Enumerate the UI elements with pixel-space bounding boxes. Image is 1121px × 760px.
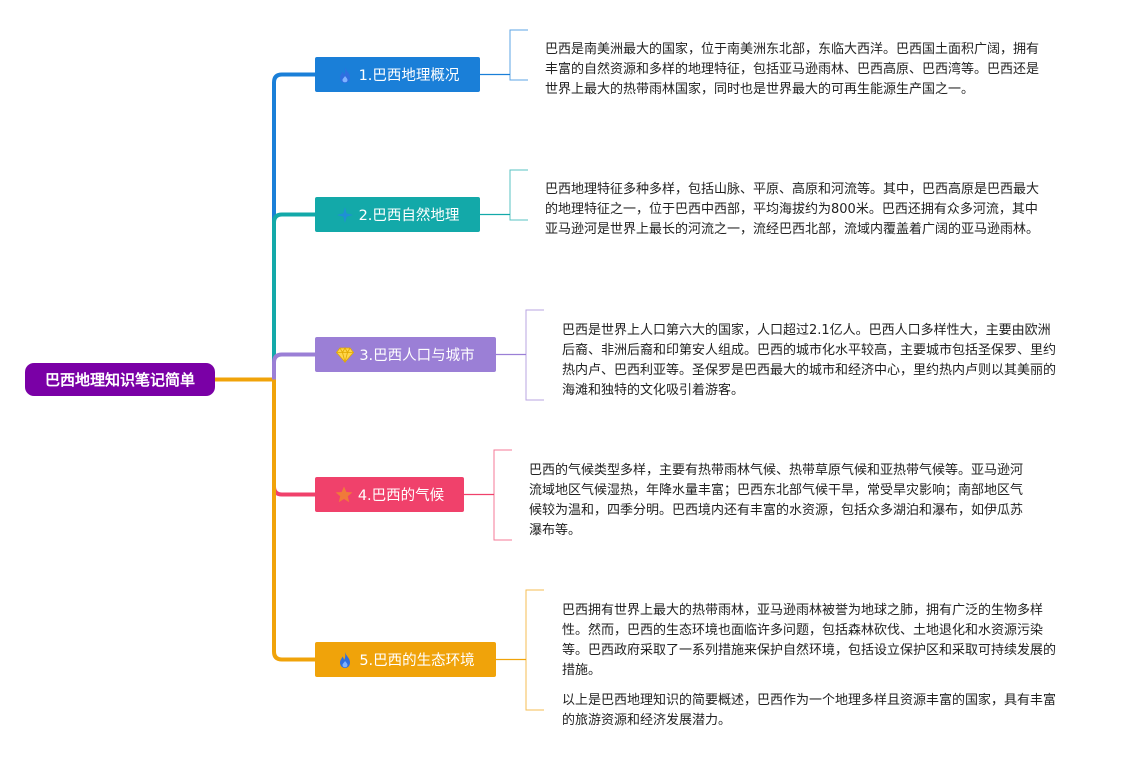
note-paragraph: 巴西拥有世界上最大的热带雨林，亚马逊雨林被誉为地球之肺，拥有广泛的生物多样性。然… bbox=[562, 603, 1057, 678]
trunk-connector-1 bbox=[272, 72, 315, 380]
branch-node-4[interactable]: 4.巴西的气候 bbox=[315, 477, 464, 512]
flame-icon bbox=[336, 651, 354, 669]
branch-node-1[interactable]: 1.巴西地理概况 bbox=[315, 57, 480, 92]
branch-node-5[interactable]: 5.巴西的生态环境 bbox=[315, 642, 496, 677]
note-bracket-2 bbox=[509, 169, 528, 221]
note-paragraph: 巴西是南美洲最大的国家，位于南美洲东北部，东临大西洋。巴西国土面积广阔，拥有丰富… bbox=[545, 42, 1040, 97]
note-bracket-3 bbox=[525, 309, 544, 401]
trunk-connector-2 bbox=[272, 212, 315, 380]
branch-label: 1.巴西地理概况 bbox=[358, 68, 460, 84]
note-paragraph: 以上是巴西地理知识的简要概述，巴西作为一个地理多样且资源丰富的国家，具有丰富的旅… bbox=[562, 693, 1057, 728]
branch-note-2: 巴西地理特征多种多样，包括山脉、平原、高原和河流等。其中，巴西高原是巴西最大的地… bbox=[545, 180, 1045, 240]
star-icon bbox=[335, 486, 353, 504]
sparkle-icon bbox=[336, 206, 354, 224]
note-paragraph: 巴西是世界上人口第六大的国家，人口超过2.1亿人。巴西人口多样性大，主要由欧洲后… bbox=[562, 323, 1057, 398]
branch-label: 3.巴西人口与城市 bbox=[359, 348, 475, 364]
branch-label: 4.巴西的气候 bbox=[357, 488, 445, 504]
note-paragraph: 巴西地理特征多种多样，包括山脉、平原、高原和河流等。其中，巴西高原是巴西最大的地… bbox=[545, 182, 1040, 237]
root-node[interactable]: 巴西地理知识笔记简单 bbox=[25, 363, 215, 396]
note-bracket-5 bbox=[525, 589, 544, 711]
trunk-connector-3 bbox=[272, 352, 315, 380]
trunk-connector-4 bbox=[272, 379, 315, 497]
branch-node-2[interactable]: 2.巴西自然地理 bbox=[315, 197, 480, 232]
branch-note-4: 巴西的气候类型多样，主要有热带雨林气候、热带草原气候和亚热带气候等。亚马逊河流域… bbox=[529, 461, 1024, 541]
note-paragraph: 巴西的气候类型多样，主要有热带雨林气候、热带草原气候和亚热带气候等。亚马逊河流域… bbox=[529, 463, 1024, 538]
flame-icon bbox=[336, 66, 354, 84]
note-bracket-1 bbox=[509, 29, 528, 81]
trunk-connector-5 bbox=[272, 379, 315, 662]
diamond-icon bbox=[336, 346, 355, 364]
branch-note-3: 巴西是世界上人口第六大的国家，人口超过2.1亿人。巴西人口多样性大，主要由欧洲后… bbox=[562, 321, 1057, 401]
branch-node-3[interactable]: 3.巴西人口与城市 bbox=[315, 337, 496, 372]
branch-note-1: 巴西是南美洲最大的国家，位于南美洲东北部，东临大西洋。巴西国土面积广阔，拥有丰富… bbox=[545, 40, 1045, 100]
branch-label: 5.巴西的生态环境 bbox=[359, 653, 475, 669]
note-bracket-4 bbox=[493, 449, 512, 541]
branch-note-5: 巴西拥有世界上最大的热带雨林，亚马逊雨林被誉为地球之肺，拥有广泛的生物多样性。然… bbox=[562, 601, 1057, 731]
branch-label: 2.巴西自然地理 bbox=[358, 208, 460, 224]
